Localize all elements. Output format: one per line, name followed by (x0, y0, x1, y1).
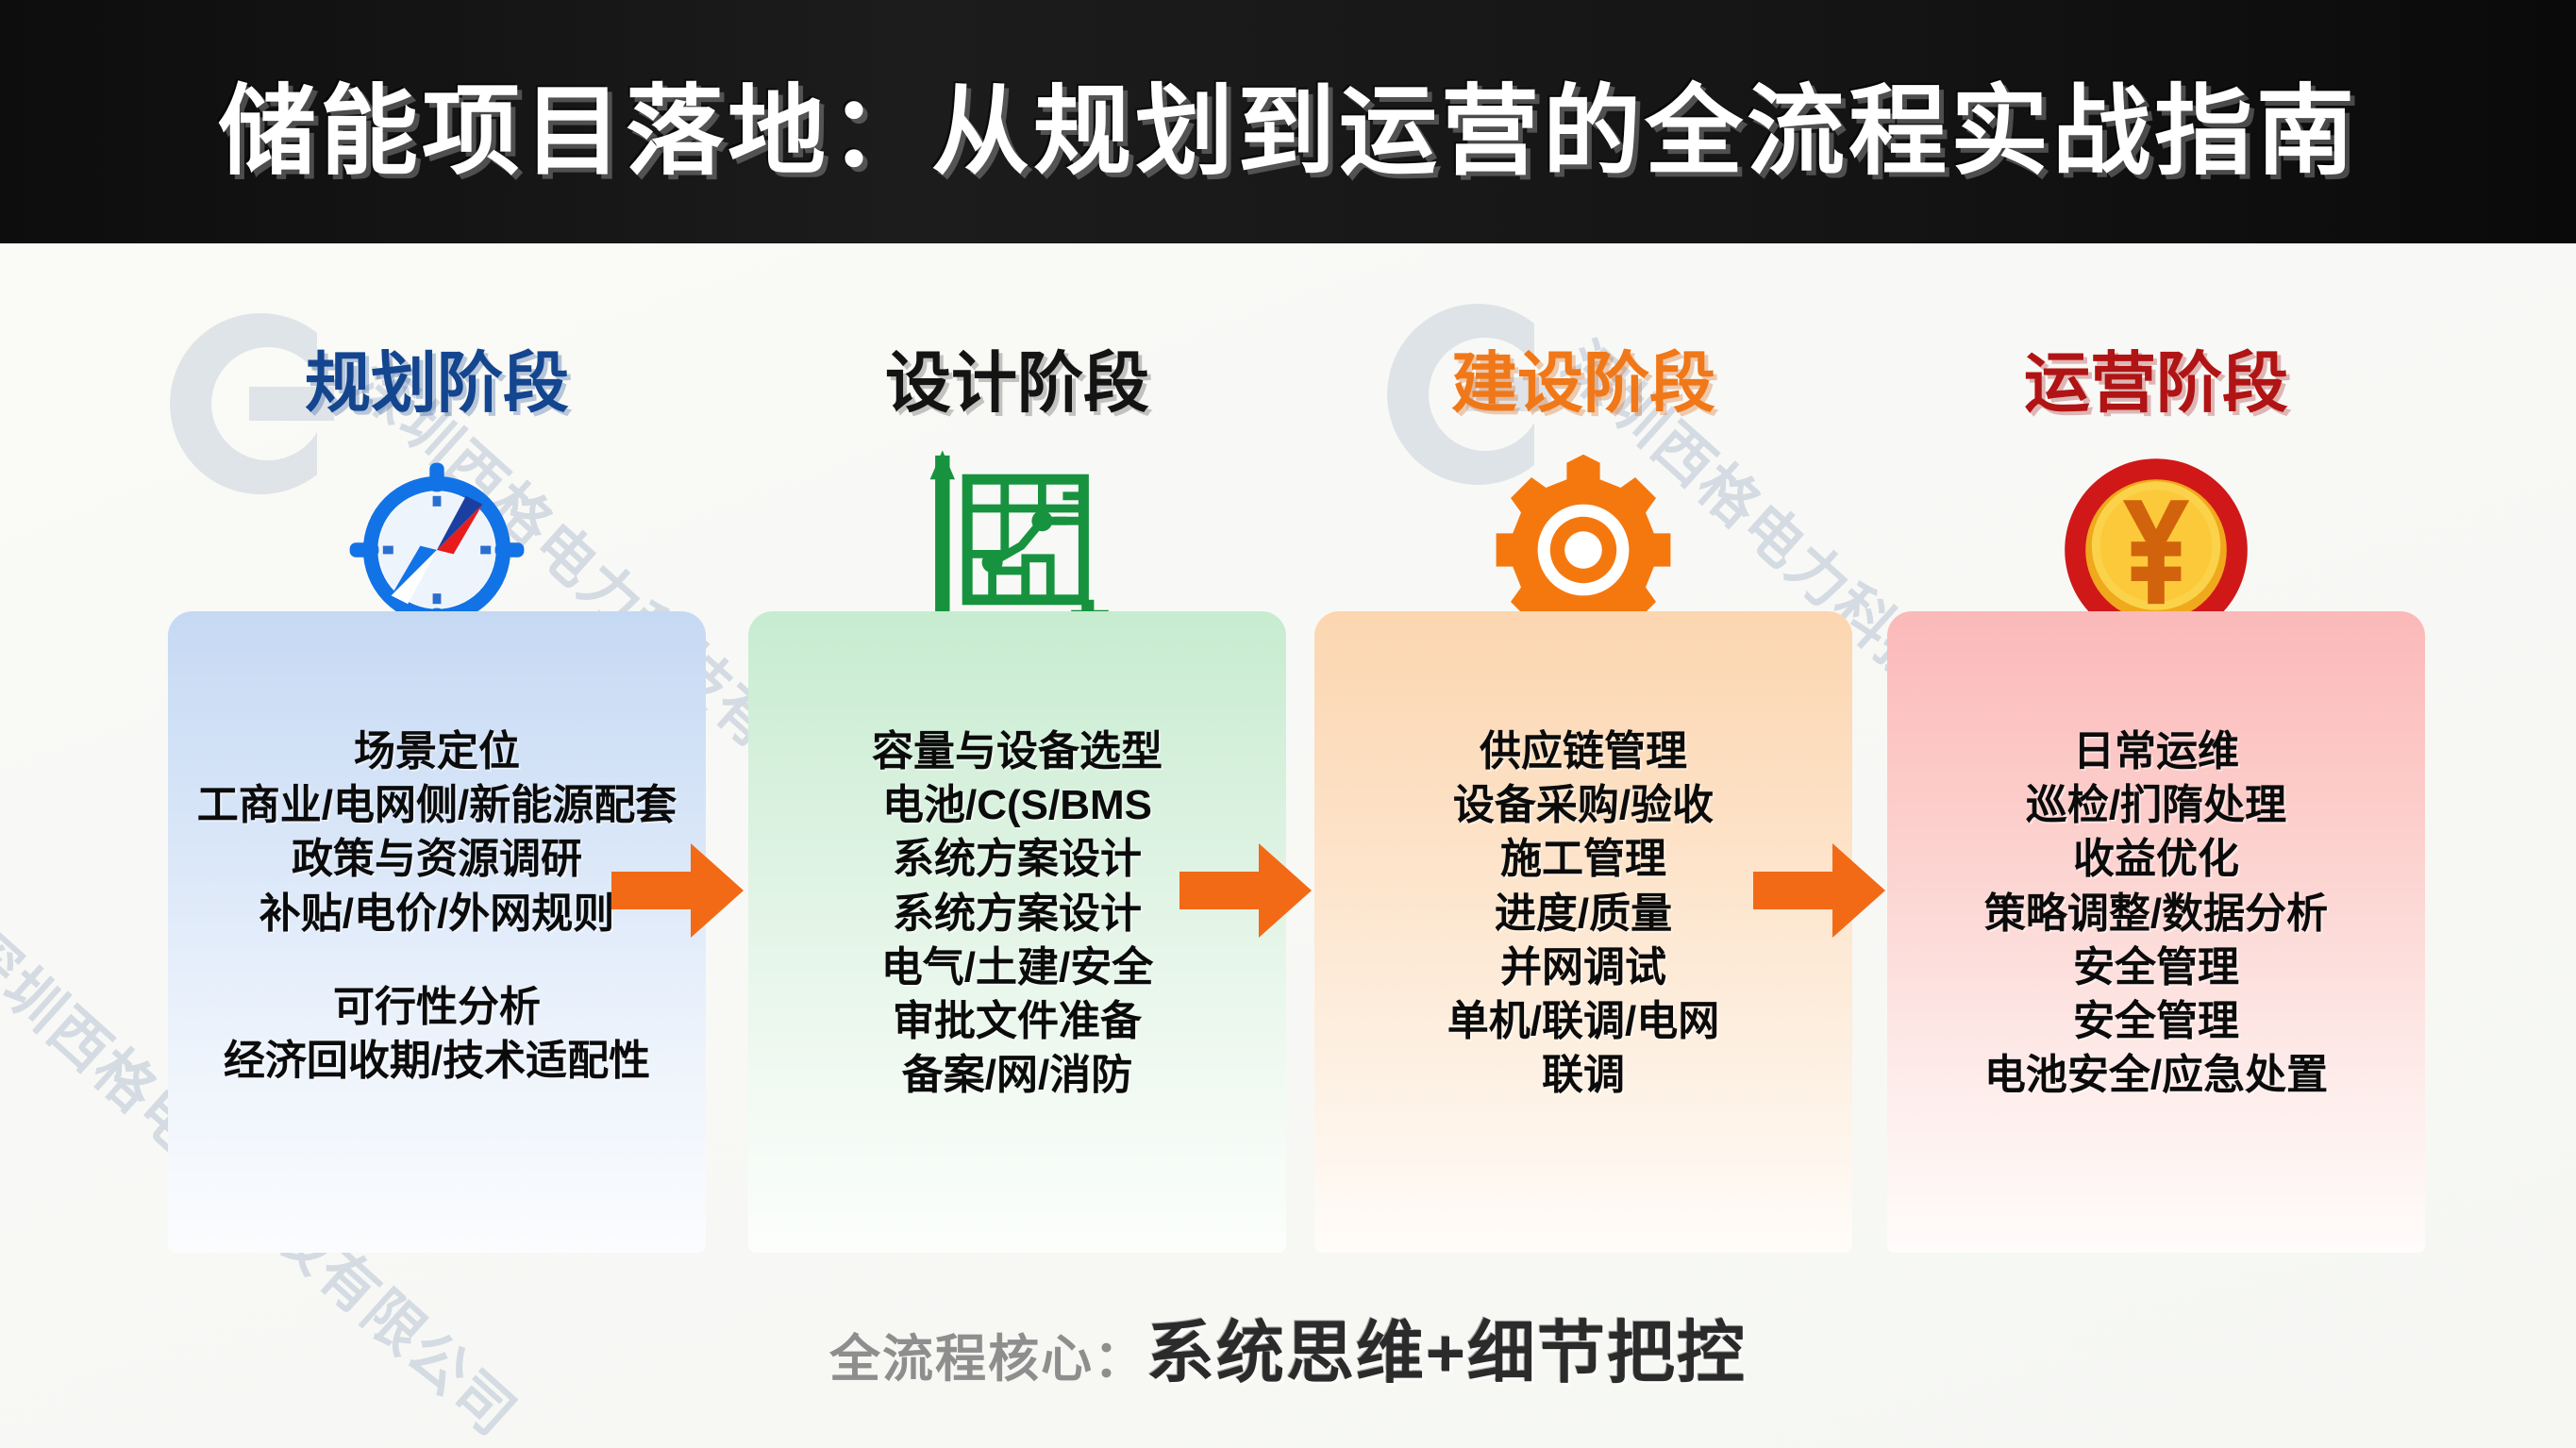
stage-line: 系统方案设计 (893, 836, 1142, 883)
stage-line: 安全管理 (2073, 943, 2239, 990)
stage-design: 设计阶段 (748, 243, 1286, 1309)
arrow-construction-to-operation (1753, 838, 1885, 943)
gear-icon (1480, 446, 1687, 654)
stage-line: 备案/网/消防 (901, 1052, 1133, 1099)
stage-line: 施工管理 (1500, 836, 1666, 883)
stage-line: 审批文件准备 (893, 997, 1142, 1044)
stage-line: 补贴/电价/外网规则 (259, 890, 615, 937)
stage-operation: 运营阶段 日常运维 巡检/扪 (1887, 243, 2425, 1309)
stage-construction: 建设阶段 供应链管理 设备采购/验收 施工管理 进度/质量 并网调试 单机/联调… (1314, 243, 1852, 1309)
stage-flow: 规划阶段 (0, 243, 2576, 1309)
stage-lines-operation: 日常运维 巡检/扪隋处理 收益优化 策略调整/数据分析 安全管理 安全管理 电池… (1887, 724, 2425, 1102)
stage-panel-construction: 供应链管理 设备采购/验收 施工管理 进度/质量 并网调试 单机/联调/电网 联… (1314, 611, 1852, 1253)
arrow-planning-to-design (611, 838, 744, 943)
stage-line: 安全管理 (2073, 997, 2239, 1044)
stage-line: 供应链管理 (1480, 728, 1687, 774)
stage-panel-operation: 日常运维 巡检/扪隋处理 收益优化 策略调整/数据分析 安全管理 安全管理 电池… (1887, 611, 2425, 1253)
page-title: 储能项目落地：从规划到运营的全流程实战指南 (217, 76, 2358, 187)
stage-line: 场景定位 (354, 728, 520, 774)
footer-label: 全流程核心： (828, 1331, 1146, 1388)
arrow-design-to-construction (1179, 838, 1312, 943)
stage-heading-design: 设计阶段 (885, 346, 1149, 420)
stage-line: 容量与设备选型 (872, 728, 1163, 774)
title-banner: 储能项目落地：从规划到运营的全流程实战指南 (0, 0, 2576, 243)
stage-line-spacer (168, 940, 706, 980)
footer-summary: 全流程核心：系统思维+细节把控 (0, 1297, 2576, 1396)
stage-line: 可行性分析 (333, 983, 541, 1030)
stage-line: 巡检/扪隋处理 (2025, 782, 2287, 829)
stage-line: 经济回收期/技术适配性 (223, 1037, 651, 1084)
stage-heading-operation: 运营阶段 (2024, 346, 2288, 420)
stage-line: 电池/C(S/BMS (882, 782, 1152, 829)
stage-line: 日常运维 (2073, 728, 2239, 774)
stage-line: 联调 (1542, 1052, 1625, 1099)
stage-panel-design: 容量与设备选型 电池/C(S/BMS 系统方案设计 系统方案设计 电气/土建/安… (748, 611, 1286, 1253)
stage-line: 系统方案设计 (893, 890, 1142, 937)
stage-lines-design: 容量与设备选型 电池/C(S/BMS 系统方案设计 系统方案设计 电气/土建/安… (748, 724, 1286, 1102)
stage-line: 策略调整/数据分析 (1983, 890, 2329, 937)
stage-panel-planning: 场景定位 工商业/电网侧/新能源配套 政策与资源调研 补贴/电价/外网规则 可行… (168, 611, 706, 1253)
stage-line: 单机/联调/电网 (1447, 997, 1720, 1044)
stage-line: 设备采购/验收 (1452, 782, 1715, 829)
stage-line: 电池安全/应急处置 (1983, 1052, 2329, 1099)
stage-line: 进度/质量 (1494, 890, 1673, 937)
stage-lines-construction: 供应链管理 设备采购/验收 施工管理 进度/质量 并网调试 单机/联调/电网 联… (1314, 724, 1852, 1102)
stage-line: 并网调试 (1500, 943, 1666, 990)
yuan-coin-icon (2052, 446, 2260, 654)
stage-heading-planning: 规划阶段 (305, 346, 569, 420)
stage-line: 政策与资源调研 (292, 836, 582, 883)
stage-line: 工商业/电网侧/新能源配套 (196, 782, 677, 829)
stage-line: 收益优化 (2073, 836, 2239, 883)
stage-lines-planning: 场景定位 工商业/电网侧/新能源配套 政策与资源调研 补贴/电价/外网规则 可行… (168, 724, 706, 1088)
stage-planning: 规划阶段 (168, 243, 706, 1309)
stage-line: 电气/土建/安全 (880, 943, 1154, 990)
footer-emphasis: 系统思维+细节把控 (1146, 1316, 1748, 1391)
stage-heading-construction: 建设阶段 (1451, 346, 1715, 420)
